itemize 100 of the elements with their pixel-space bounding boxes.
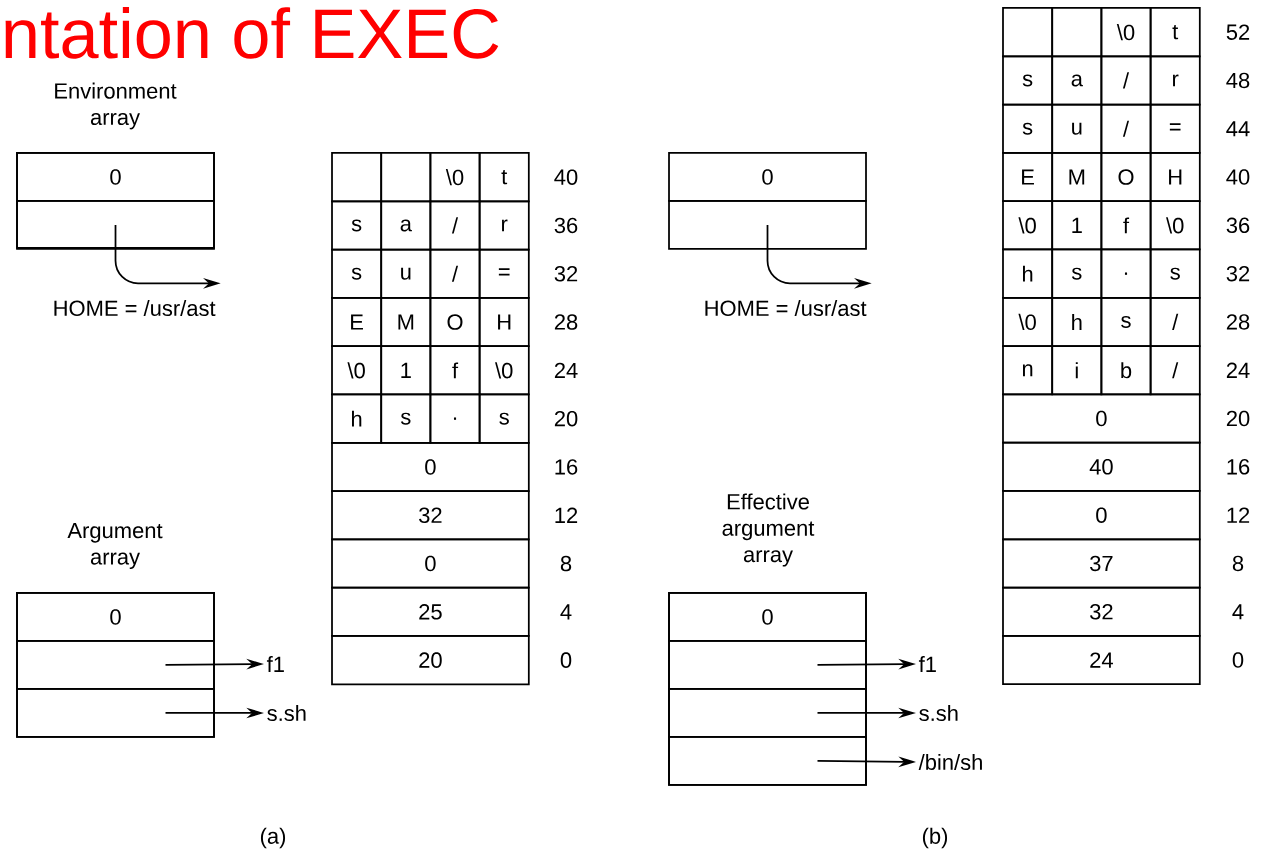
table-cell: u xyxy=(380,248,432,299)
table-cell: / xyxy=(429,248,481,299)
table-cell: \0 xyxy=(1149,200,1201,251)
table-cell: 32 xyxy=(331,490,530,541)
address-label: 36 xyxy=(554,217,578,234)
table-cell: s xyxy=(1002,103,1054,154)
address-label: 16 xyxy=(555,459,578,475)
table-cell: / xyxy=(429,200,481,251)
string-label: HOME = /usr/ast xyxy=(54,299,216,317)
table-cell: / xyxy=(1100,103,1152,154)
array-cell: 0 xyxy=(668,592,867,642)
address-label: 44 xyxy=(1226,121,1250,137)
table-cell: 24 xyxy=(1002,635,1201,686)
table-cell: s xyxy=(1100,296,1152,347)
address-label: 4 xyxy=(560,604,572,620)
table-cell: s xyxy=(380,393,432,444)
table-cell: 32 xyxy=(1002,586,1201,637)
table-cell: u xyxy=(1051,103,1103,154)
table-cell: 0 xyxy=(331,441,530,492)
table-cell: M xyxy=(380,297,432,348)
address-label: 4 xyxy=(1232,604,1244,620)
address-label: 24 xyxy=(554,362,578,378)
node-label: Argument array xyxy=(67,522,163,569)
array-cell xyxy=(668,200,867,250)
address-label: 36 xyxy=(1226,217,1250,234)
table-cell: s xyxy=(478,393,530,444)
table-cell: \0 xyxy=(478,345,530,396)
address-label: 0 xyxy=(1232,652,1244,668)
address-label: 20 xyxy=(1226,410,1250,427)
table-cell: 20 xyxy=(331,635,530,686)
table-cell: E xyxy=(1002,152,1054,203)
table-cell: f xyxy=(1100,200,1152,251)
address-label: 12 xyxy=(1227,507,1250,523)
table-cell: . xyxy=(429,393,481,444)
table-cell: / xyxy=(1149,345,1201,396)
string-label: f1 xyxy=(266,656,284,672)
address-label: 32 xyxy=(1226,265,1250,282)
address-label: 40 xyxy=(554,169,578,185)
table-cell: E xyxy=(331,297,383,348)
array-cell xyxy=(16,688,215,738)
table-cell: a xyxy=(380,200,432,251)
address-label: 28 xyxy=(1226,314,1250,330)
table-cell: h xyxy=(1002,248,1054,299)
table-cell: \0 xyxy=(1100,7,1152,58)
table-cell: 1 xyxy=(1051,200,1103,251)
table-cell: . xyxy=(1100,248,1152,299)
table-cell: \0 xyxy=(331,345,383,396)
address-label: 28 xyxy=(554,314,578,330)
table-cell: 0 xyxy=(1002,393,1201,444)
panel-caption: (b) xyxy=(922,827,948,849)
table-cell: = xyxy=(478,248,530,299)
table-cell: 25 xyxy=(331,586,530,637)
address-label: 24 xyxy=(1226,362,1250,378)
table-cell: H xyxy=(1149,152,1201,203)
string-label: s.sh xyxy=(919,704,958,722)
table-cell: = xyxy=(1149,103,1201,154)
title: ntation of EXEC xyxy=(5,7,499,59)
table-cell: 37 xyxy=(1002,538,1201,589)
table-cell: s xyxy=(331,248,383,299)
table-cell: s xyxy=(1002,55,1054,106)
table-cell: f xyxy=(429,345,481,396)
table-cell: h xyxy=(331,393,383,444)
address-label: 12 xyxy=(555,507,578,523)
address-label: 20 xyxy=(554,410,578,427)
address-label: 16 xyxy=(1227,459,1250,475)
address-label: 52 xyxy=(1226,24,1250,40)
table-cell: i xyxy=(1051,345,1103,396)
address-label: 32 xyxy=(554,266,578,282)
table-cell: / xyxy=(1149,296,1201,347)
table-cell: 40 xyxy=(1002,441,1201,492)
table-cell: 0 xyxy=(331,538,530,589)
table-cell: r xyxy=(1149,55,1201,106)
address-label: 40 xyxy=(1226,169,1250,185)
string-label: s.sh xyxy=(267,704,306,722)
table-cell: / xyxy=(1100,55,1152,106)
node-label: Environment array xyxy=(55,82,177,130)
table-cell: \0 xyxy=(429,152,481,203)
string-label: f1 xyxy=(918,656,936,672)
table-cell: h xyxy=(1051,296,1103,347)
array-cell: 0 xyxy=(16,152,215,202)
table-cell: 0 xyxy=(1002,490,1201,541)
array-cell xyxy=(16,200,215,250)
table-cell: s xyxy=(1149,248,1201,299)
panel-caption: (a) xyxy=(260,827,286,849)
table-cell: H xyxy=(478,297,530,348)
string-label: HOME = /usr/ast xyxy=(705,299,867,317)
array-cell xyxy=(668,736,867,786)
table-cell: b xyxy=(1100,345,1152,396)
table-cell: t xyxy=(478,152,530,203)
string-label: /bin/sh xyxy=(918,753,982,771)
array-cell xyxy=(668,640,867,690)
table-cell: \0 xyxy=(1002,296,1054,347)
table-cell: M xyxy=(1051,152,1103,203)
array-cell: 0 xyxy=(16,592,215,642)
array-cell xyxy=(668,688,867,738)
table-cell: s xyxy=(1051,248,1103,299)
array-cell xyxy=(16,640,215,690)
address-label: 48 xyxy=(1226,72,1250,89)
table-cell: a xyxy=(1051,55,1103,106)
table-cell: O xyxy=(1100,152,1152,203)
